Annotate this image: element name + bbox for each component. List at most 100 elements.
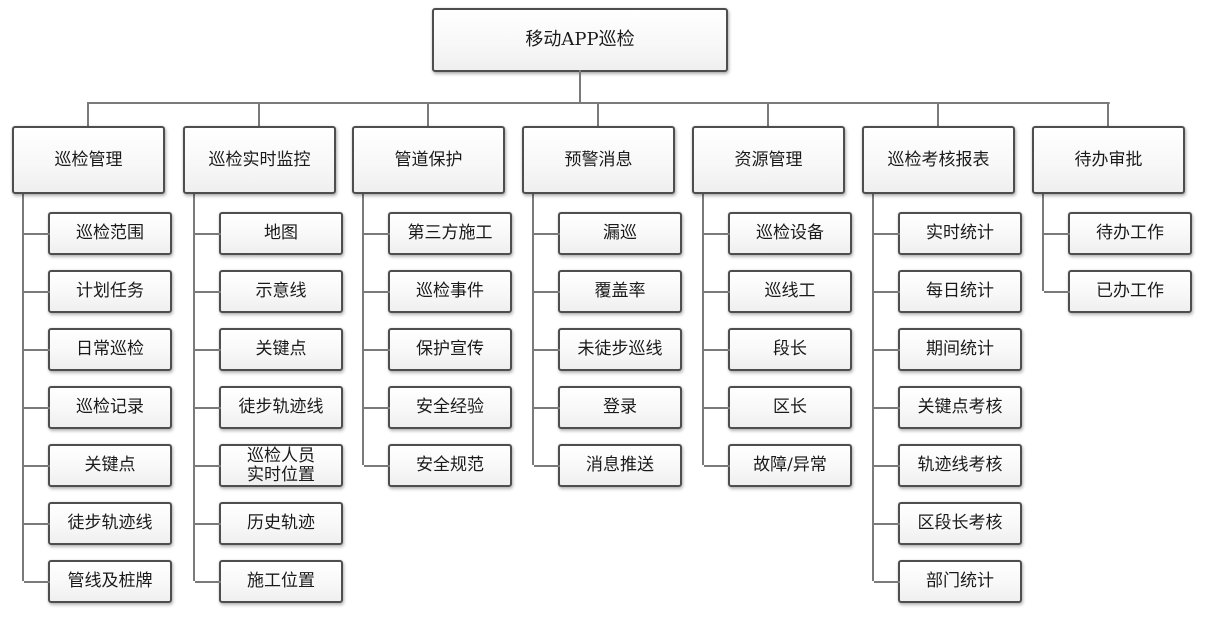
connector-stub <box>874 406 900 409</box>
child-node: 巡检记录 <box>24 386 172 429</box>
connector-rail <box>362 194 364 465</box>
connector-stub <box>704 290 730 293</box>
connector-stub <box>874 464 900 467</box>
child-node: 待办工作 <box>1044 212 1192 255</box>
child-node-label: 徒步轨迹线 <box>238 397 324 418</box>
branch-node-label: 巡检考核报表 <box>887 149 990 170</box>
connector-stub <box>874 232 900 235</box>
child-node-label: 巡检设备 <box>756 223 824 244</box>
child-node: 示意线 <box>195 270 343 313</box>
connector-rail <box>532 194 534 465</box>
child-node: 区段长考核 <box>874 502 1022 545</box>
connector-stub <box>534 406 560 409</box>
connector-stub <box>364 348 390 351</box>
child-node: 关键点 <box>24 444 172 487</box>
child-node-label: 安全经验 <box>416 397 484 418</box>
branch-node-label: 资源管理 <box>734 149 803 170</box>
child-node: 消息推送 <box>534 444 682 487</box>
child-node: 徒步轨迹线 <box>195 386 343 429</box>
branch-node: 管道保护 <box>352 126 505 194</box>
connector-stub <box>534 232 560 235</box>
child-node: 徒步轨迹线 <box>24 502 172 545</box>
connector-rail <box>193 194 195 581</box>
child-node-label: 日常巡检 <box>76 339 144 360</box>
connector-top-stub <box>767 102 769 126</box>
child-node: 管线及桩牌 <box>24 560 172 603</box>
connector-stub <box>874 522 900 525</box>
child-node: 巡检范围 <box>24 212 172 255</box>
connector-bus <box>88 102 1110 104</box>
branch-node: 巡检实时监控 <box>183 126 336 194</box>
branch-node: 巡检考核报表 <box>862 126 1015 194</box>
connector-top-stub <box>427 102 429 126</box>
connector-stub <box>364 406 390 409</box>
child-node-label: 巡检记录 <box>76 397 144 418</box>
connector-stub <box>24 348 50 351</box>
children-group: 待办工作 已办工作 <box>1044 212 1192 328</box>
child-node: 未徒步巡线 <box>534 328 682 371</box>
connector-rail <box>872 194 874 581</box>
connector-stub <box>704 406 730 409</box>
child-node: 关键点考核 <box>874 386 1022 429</box>
connector-stub <box>1044 290 1070 293</box>
child-node-label: 巡检人员 实时位置 <box>247 446 315 485</box>
child-node-label: 计划任务 <box>76 281 144 302</box>
connector-rail <box>22 194 24 581</box>
child-node-label: 已办工作 <box>1096 281 1164 302</box>
child-node-label: 消息推送 <box>586 455 654 476</box>
child-node: 安全规范 <box>364 444 512 487</box>
connector-stub <box>24 464 50 467</box>
branch-node-label: 巡检实时监控 <box>208 149 311 170</box>
child-node: 区长 <box>704 386 852 429</box>
branch-node-label: 巡检管理 <box>54 149 123 170</box>
child-node-label: 故障/异常 <box>753 455 827 476</box>
child-node: 段长 <box>704 328 852 371</box>
connector-stub <box>534 348 560 351</box>
child-node-label: 关键点 <box>255 339 307 360</box>
connector-stub <box>24 232 50 235</box>
children-group: 巡检范围 计划任务 日常巡检 巡检记录 关键点 徒步轨迹线 管线及桩牌 <box>24 212 172 618</box>
child-node: 巡检人员 实时位置 <box>195 444 343 487</box>
child-node-label: 保护宣传 <box>416 339 484 360</box>
child-node-label: 关键点 <box>84 455 136 476</box>
connector-stub <box>195 348 221 351</box>
child-node-label: 历史轨迹 <box>247 513 315 534</box>
children-group: 实时统计 每日统计 期间统计 关键点考核 轨迹线考核 区段长考核 部门统计 <box>874 212 1022 618</box>
child-node-label: 每日统计 <box>926 281 994 302</box>
connector-stub <box>704 232 730 235</box>
branch-node: 预警消息 <box>522 126 675 194</box>
child-node-label: 巡检事件 <box>416 281 484 302</box>
child-node-label: 安全规范 <box>416 455 484 476</box>
child-node: 巡检事件 <box>364 270 512 313</box>
connector-stub <box>195 232 221 235</box>
child-node: 巡检设备 <box>704 212 852 255</box>
connector-stub <box>874 348 900 351</box>
children-group: 第三方施工 巡检事件 保护宣传 安全经验 安全规范 <box>364 212 512 502</box>
connector-stub <box>534 464 560 467</box>
child-node: 期间统计 <box>874 328 1022 371</box>
branch-node: 待办审批 <box>1032 126 1185 194</box>
connector-stub <box>534 290 560 293</box>
child-node: 漏巡 <box>534 212 682 255</box>
child-node-label: 实时统计 <box>926 223 994 244</box>
connector-top-stub <box>597 102 599 126</box>
connector-stub <box>195 406 221 409</box>
child-node-label: 漏巡 <box>603 223 637 244</box>
child-node-label: 巡检范围 <box>76 223 144 244</box>
connector-stub <box>364 464 390 467</box>
connector-stub <box>24 406 50 409</box>
connector-rail <box>1042 194 1044 291</box>
child-node: 每日统计 <box>874 270 1022 313</box>
root-node: 移动APP巡检 <box>432 8 728 72</box>
connector-top-stub <box>87 102 89 126</box>
connector-top-stub <box>937 102 939 126</box>
child-node-label: 待办工作 <box>1096 223 1164 244</box>
child-node-label: 管线及桩牌 <box>67 571 153 592</box>
branch-node-label: 预警消息 <box>564 149 633 170</box>
child-node-label: 区段长考核 <box>917 513 1003 534</box>
connector-stub <box>195 522 221 525</box>
child-node-label: 轨迹线考核 <box>917 455 1003 476</box>
child-node-label: 徒步轨迹线 <box>67 513 153 534</box>
child-node: 已办工作 <box>1044 270 1192 313</box>
